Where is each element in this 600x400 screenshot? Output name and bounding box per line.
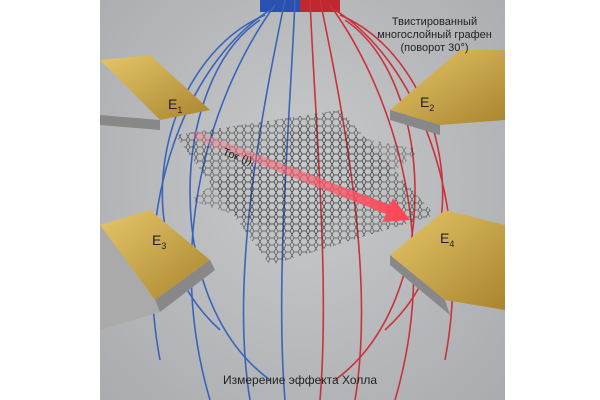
electrode-e2 — [390, 50, 505, 135]
current-arrow-icon — [192, 130, 410, 222]
electrode-label-e1: E1 — [168, 96, 183, 115]
electrode-label-e2: E2 — [420, 94, 435, 113]
electrode-e4 — [390, 210, 505, 315]
electrode-e3 — [100, 210, 215, 330]
graphene-label: Твистированный многослойный графен (пово… — [377, 16, 492, 54]
diagram-graphics — [100, 0, 505, 400]
hall-effect-diagram: Твистированный многослойный графен (пово… — [100, 0, 505, 400]
electrode-e1 — [100, 55, 210, 130]
caption: Измерение эффекта Холла — [223, 373, 377, 387]
graphene-sheet — [175, 110, 435, 265]
electrode-label-e4: E4 — [440, 230, 455, 249]
electrode-label-e3: E3 — [152, 232, 167, 251]
